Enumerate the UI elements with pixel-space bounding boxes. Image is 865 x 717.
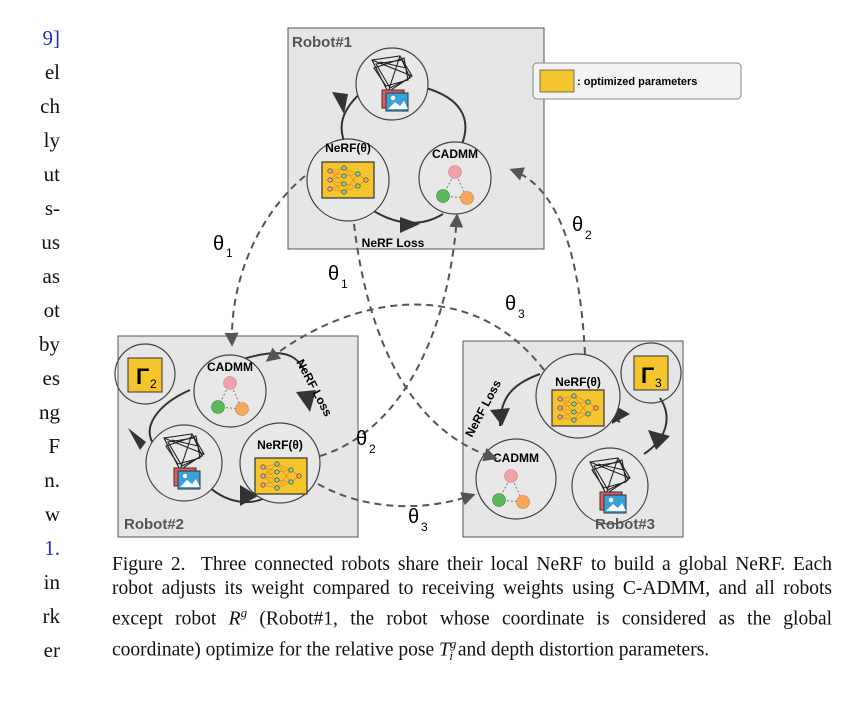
svg-text:θ: θ: [572, 214, 583, 236]
legend-box: [532, 62, 742, 100]
edge-r2-nerf-to-r1-cadmm: [319, 213, 464, 457]
left-line: ng: [39, 400, 60, 424]
robot2-gamma: Γ: [136, 364, 149, 389]
robot3-cadmm-label: CADMM: [493, 451, 539, 465]
robot3-gamma: Γ: [641, 363, 654, 388]
robot2-cadmm-label: CADMM: [207, 360, 253, 374]
svg-text:2: 2: [585, 228, 592, 242]
caption-text-2: (Robot#1, the robot whose coordinate is …: [112, 608, 833, 661]
figure-label: Figure 2.: [112, 554, 186, 575]
robot1-name: Robot#1: [292, 34, 352, 51]
legend-swatch: [539, 69, 575, 93]
edge-label-theta3-bottom: θ 3: [408, 506, 428, 534]
left-line: es: [42, 366, 61, 390]
left-line: w: [44, 502, 60, 526]
robot3-name: Robot#3: [595, 516, 655, 533]
left-line: as: [42, 264, 61, 288]
edge-r1-nerf-to-r3-cadmm: [353, 223, 498, 462]
svg-text:3: 3: [518, 307, 525, 321]
caption-symbol-R: R: [228, 608, 241, 630]
edge-label-theta2-right: θ 2: [572, 214, 592, 242]
robot1-nerf-label: NeRF(θ): [325, 141, 371, 155]
edge-label-theta2-mid: θ 2: [356, 428, 376, 456]
svg-text:θ: θ: [408, 506, 419, 528]
edge-label-theta1-left: θ 1: [213, 233, 233, 260]
caption-text-1: Three connected robots share their local…: [112, 554, 832, 630]
svg-text:3: 3: [421, 520, 428, 534]
edge-label-theta3-top: θ 3: [505, 293, 525, 321]
caption-symbol-T-sub: i: [449, 647, 454, 663]
svg-text:1: 1: [341, 277, 348, 291]
left-line: 1.: [44, 536, 60, 560]
left-line: us: [41, 230, 60, 254]
svg-text:θ: θ: [505, 293, 516, 315]
svg-text:1: 1: [226, 246, 233, 260]
left-line: ch: [40, 94, 60, 118]
robot2-nerf-label: NeRF(θ): [257, 438, 303, 452]
left-line: s-: [44, 196, 60, 220]
svg-text:2: 2: [369, 442, 376, 456]
svg-text:θ: θ: [328, 263, 339, 285]
legend-label: : optimized parameters: [577, 76, 697, 88]
caption-symbol-T: T: [439, 639, 450, 660]
robot1-loss-label: NeRF Loss: [362, 236, 425, 250]
left-line: rk: [42, 604, 61, 628]
svg-text:θ: θ: [356, 428, 367, 450]
left-line: by: [39, 332, 60, 356]
svg-text:θ: θ: [213, 233, 224, 255]
robot2-name: Robot#2: [124, 516, 184, 533]
robot2-camera-node: [145, 424, 223, 502]
left-line: in: [43, 570, 60, 594]
edge-r3-nerf-to-r2-cadmm: [265, 303, 545, 371]
robot3-nerf-label: NeRF(θ): [555, 375, 601, 389]
robot2-gamma-node: [114, 343, 176, 405]
left-line: el: [44, 60, 60, 84]
left-line: er: [43, 638, 60, 662]
left-line: 9]: [42, 26, 61, 50]
robot3-gamma-sub: 3: [655, 376, 662, 390]
robots-diagram: NeRF(θ) CADMM NeRF Loss Robot#1 : optimi…: [114, 27, 742, 538]
left-line: ot: [43, 298, 60, 322]
robot1-cadmm-label: CADMM: [432, 147, 478, 161]
left-line: ut: [43, 162, 60, 186]
robot2-gamma-box: [127, 357, 163, 393]
edge-label-theta1-mid: θ 1: [328, 263, 348, 291]
left-line: F: [48, 434, 60, 458]
caption-text-3: and depth distortion parameters.: [457, 639, 710, 660]
robot3-gamma-box: [633, 355, 669, 391]
edge-r3-nerf-to-r1-cadmm: [509, 167, 586, 355]
edge-r2-nerf-to-r3-cadmm: [317, 483, 476, 508]
robot3-gamma-node: [620, 342, 682, 404]
caption-symbol-g: g: [240, 605, 248, 620]
left-line: ly: [43, 128, 60, 152]
robot2-gamma-sub: 2: [150, 377, 157, 391]
figure-caption: Figure 2. Three connected robots share t…: [112, 553, 832, 668]
left-line: n.: [44, 468, 60, 492]
